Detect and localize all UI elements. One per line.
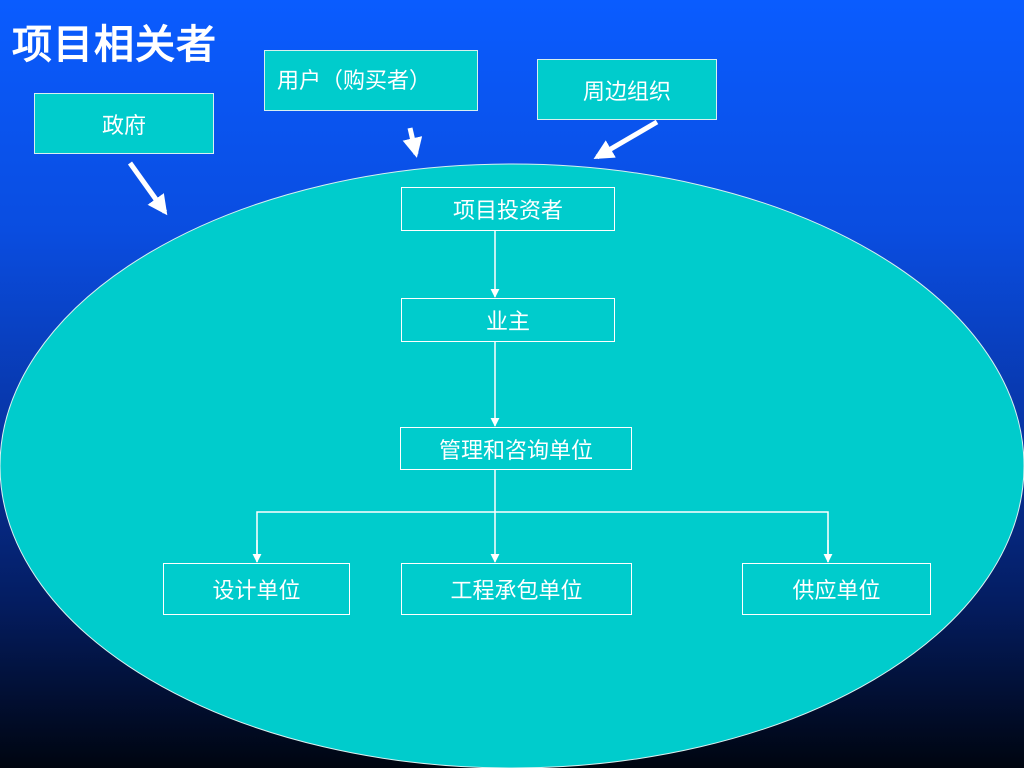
arrow-user	[402, 127, 423, 158]
government-box: 政府	[34, 93, 214, 154]
slide-title: 项目相关者	[12, 22, 217, 68]
contractor-node: 工程承包单位	[401, 563, 632, 615]
surrounding-org-box: 周边组织	[537, 59, 717, 120]
arrow-gov	[127, 161, 168, 216]
investor-node: 项目投资者	[401, 187, 615, 231]
design-node: 设计单位	[163, 563, 350, 615]
connector-branch-bar	[256, 511, 829, 562]
supplier-node: 供应单位	[742, 563, 931, 615]
owner-node: 业主	[401, 298, 615, 342]
management-node: 管理和咨询单位	[400, 427, 632, 470]
user-box: 用户（购买者）	[264, 50, 478, 111]
arrow-surround	[593, 119, 659, 160]
